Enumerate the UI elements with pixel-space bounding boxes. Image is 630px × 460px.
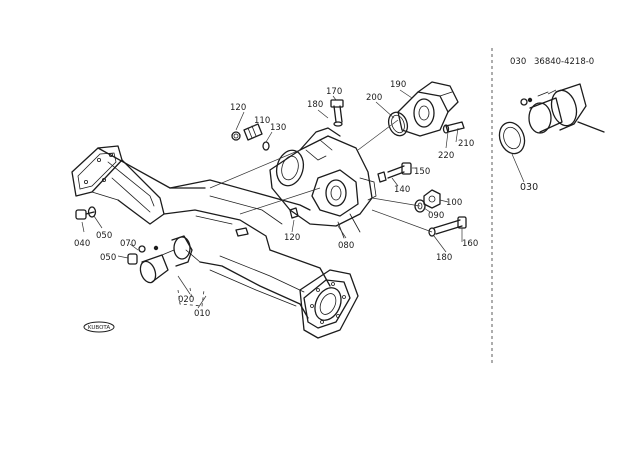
callout-050-upper: 050 — [96, 231, 112, 241]
callout-110: 110 — [254, 116, 270, 126]
callout-040: 040 — [74, 239, 90, 249]
diff-case-080 — [269, 127, 377, 239]
plug-060-070 — [127, 245, 159, 265]
callout-020: 020 — [178, 295, 194, 305]
part-number: 36840-4218-0 — [534, 57, 594, 67]
callout-180-lower: 180 — [436, 253, 452, 263]
inset-assembly — [498, 83, 605, 155]
kubota-stamp: KUBOTA — [83, 321, 115, 333]
callout-220: 220 — [438, 151, 454, 161]
bolt-170 — [330, 99, 344, 127]
callout-090: 090 — [428, 211, 444, 221]
callout-210: 210 — [458, 139, 474, 149]
callout-120-lower: 120 — [284, 233, 300, 243]
callout-160: 160 — [462, 239, 478, 249]
plug-120-lower — [289, 207, 299, 219]
bushing-020 — [139, 235, 193, 284]
o-ring-200 — [387, 111, 409, 137]
callout-070: 070 — [120, 239, 136, 249]
callout-100: 100 — [446, 198, 462, 208]
svg-text:KUBOTA: KUBOTA — [88, 325, 110, 331]
fitting-110-130 — [231, 123, 270, 151]
washer-180-lower — [428, 227, 436, 237]
callout-130: 130 — [270, 123, 286, 133]
callout-170: 170 — [326, 87, 342, 97]
callout-190: 190 — [390, 80, 406, 90]
callout-050-lower: 050 — [100, 253, 116, 263]
callout-200: 200 — [366, 93, 382, 103]
plug-040 — [75, 209, 95, 220]
callout-140: 140 — [394, 185, 410, 195]
nut-100 — [423, 189, 441, 209]
callout-010: 010 — [194, 309, 210, 319]
callout-180-top: 180 — [307, 100, 323, 110]
callout-030-inset: 030 — [520, 182, 538, 193]
bolt-210 — [442, 121, 465, 134]
washer-050-left — [87, 206, 97, 218]
callout-120-top: 120 — [230, 103, 246, 113]
callout-080: 080 — [338, 241, 354, 251]
axle-housing-010 — [71, 145, 359, 339]
pin-140 — [377, 171, 387, 183]
cover-190 — [397, 81, 459, 137]
bolt-150 — [387, 162, 412, 179]
callout-150: 150 — [414, 167, 430, 177]
inset-ref-code: 030 — [510, 57, 526, 67]
callout-leaders — [81, 89, 557, 309]
